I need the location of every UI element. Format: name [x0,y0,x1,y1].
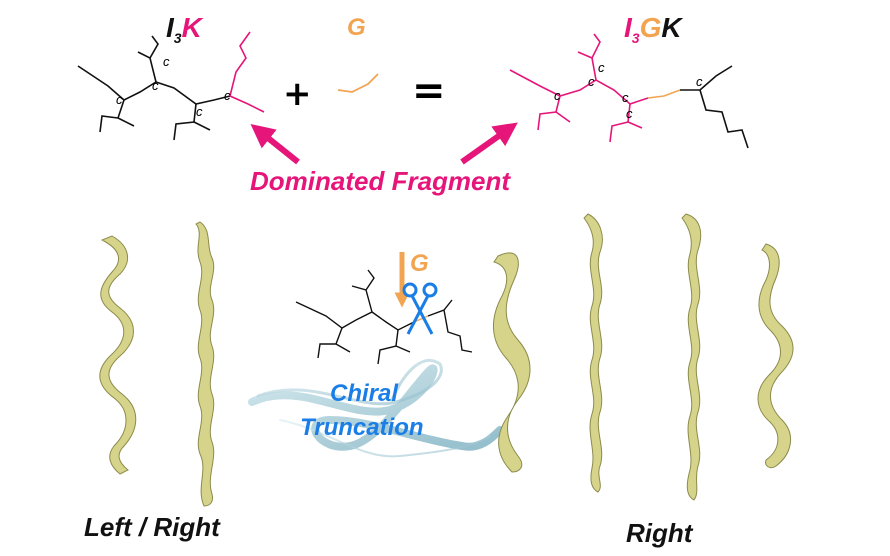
helix-structures [99,213,794,507]
carbon-label: c [163,54,170,69]
reactant-i3k-label: I3K [166,14,202,52]
reactant-g-label: G [347,14,366,41]
i3gk-black-tail [680,65,749,149]
carbon-label: c [116,92,123,107]
ribbon-graphic [248,358,504,458]
i3gk-subscript: 3 [631,30,640,46]
right-helix-3 [681,213,702,501]
scissors-icon [402,282,438,335]
i3gk-molecule: c c c c c c [509,33,749,149]
truncation-label: Truncation [300,414,424,441]
left-straight-helix [195,221,215,507]
product-i3gk-label: I3GK [624,14,682,52]
arrow-right-pink [460,122,518,165]
carbon-label: c [598,60,605,75]
dominated-fragment-label: Dominated Fragment [250,166,511,196]
carbon-label: c [626,106,633,121]
i3gk-letter-k: K [661,12,682,43]
right-helix-1 [492,252,531,473]
right-caption: Right [626,518,693,548]
carbon-label: c [152,78,159,93]
chiral-label: Chiral [330,380,399,407]
carbon-label: c [696,74,703,89]
arrow-left-pink [250,124,300,165]
i3k-molecule: c c c c c [77,31,265,141]
truncation-molecule [295,269,473,365]
carbon-label: c [588,74,595,89]
i3k-subscript: 3 [173,30,182,46]
plus-symbol: + [283,74,312,114]
carbon-label: c [224,88,231,103]
i3gk-pink-branches [537,33,643,143]
i3k-pink-fragment [229,31,265,113]
right-helix-2 [583,213,603,493]
i3gk-pink-backbone [509,69,649,105]
i3gk-orange-link [647,89,681,99]
i3k-letter-i: I [166,12,174,43]
left-twisted-helix [99,235,137,475]
i3gk-letter-i: I [624,12,632,43]
i3k-branch-1 [99,99,135,133]
right-helix-4 [757,243,794,469]
g-fragment [337,73,379,93]
i3k-branch-2 [137,35,159,83]
truncation-g-label: G [410,250,429,277]
carbon-label: c [554,88,561,103]
left-right-caption: Left / Right [84,512,220,542]
equals-symbol: = [412,68,446,114]
carbon-label: c [196,104,203,119]
i3k-branch-3 [173,103,211,141]
i3k-letter-k: K [181,12,202,43]
i3gk-letter-g: G [639,12,662,43]
carbon-label: c [622,90,629,105]
